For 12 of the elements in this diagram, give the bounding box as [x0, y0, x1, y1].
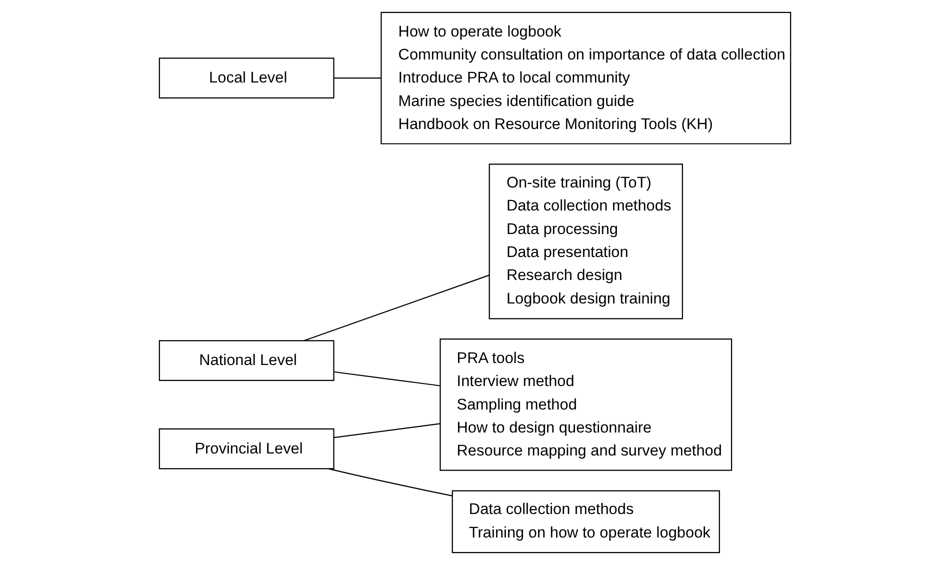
node-box: PRA tools Interview method Sampling method How to design questionnaire Resource mapping and survey method — [440, 338, 732, 471]
connector — [304, 274, 490, 342]
node-box: Local Level — [158, 58, 334, 98]
node-box: How to operate logbook Community consultation on importance of data collection Introduce PRA to local community Marine species identification guide Handbook on Resource Monitoring Tools (KH) — [380, 12, 792, 144]
connector — [334, 423, 440, 438]
connector — [334, 78, 381, 79]
node-box: Provincial Level — [158, 428, 334, 470]
connector — [328, 468, 452, 496]
node-box: On-site training (ToT) Data collection methods Data processing Data presentation Research design Logbook design training — [488, 164, 683, 320]
node-box: Data collection methods Training on how to operate logbook — [452, 490, 720, 554]
node-box: National Level — [158, 340, 334, 381]
connector — [334, 371, 440, 386]
